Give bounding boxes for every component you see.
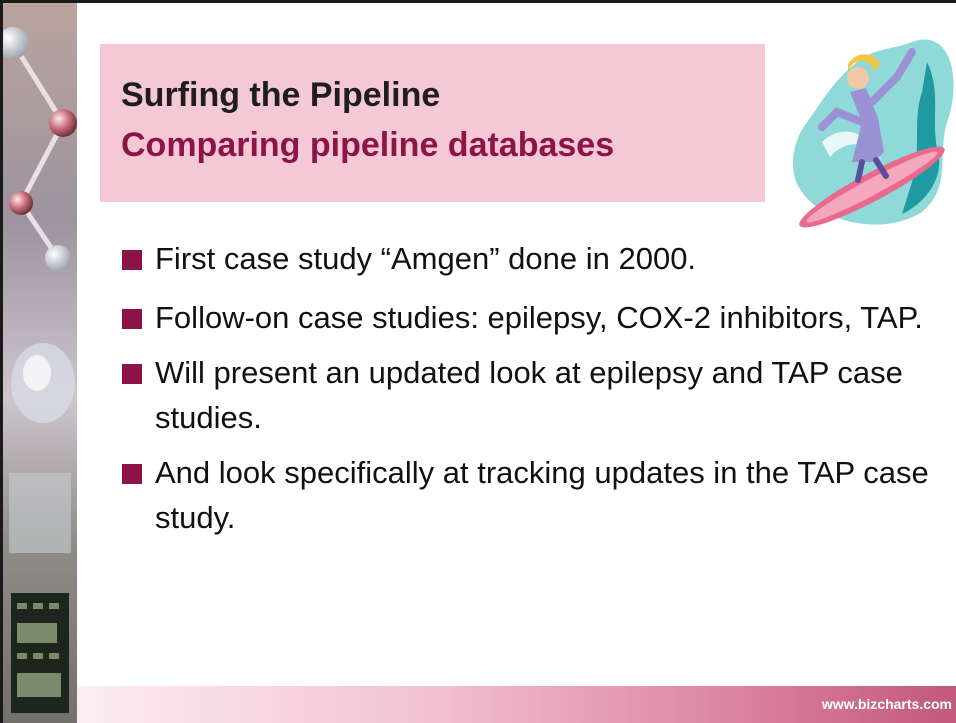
square-bullet-icon [122, 250, 142, 270]
bullet-item: Will present an updated look at epilepsy… [122, 350, 942, 440]
slide-title: Surfing the Pipeline [121, 76, 441, 114]
title-band [100, 44, 765, 202]
bullet-text: First case study “Amgen” done in 2000. [155, 241, 697, 276]
slide-border-top [0, 0, 956, 3]
square-bullet-icon [122, 309, 142, 329]
molecular-collage-strip [3, 3, 77, 723]
side-image-strip [3, 3, 77, 723]
bullet-text: Follow-on case studies: epilepsy, COX-2 … [155, 300, 923, 335]
footer-bar: www.bizcharts.com [77, 686, 956, 723]
bullet-item: First case study “Amgen” done in 2000. [122, 236, 942, 281]
bullet-list: First case study “Amgen” done in 2000. F… [122, 236, 942, 550]
slide-subtitle: Comparing pipeline databases [121, 126, 615, 164]
bullet-item: Follow-on case studies: epilepsy, COX-2 … [122, 295, 942, 340]
footer-url: www.bizcharts.com [821, 696, 952, 712]
surfer-clipart [762, 22, 956, 234]
bullet-text: And look specifically at tracking update… [155, 455, 929, 535]
bullet-item: And look specifically at tracking update… [122, 450, 942, 540]
slide-border-left [0, 0, 3, 723]
bullet-text: Will present an updated look at epilepsy… [155, 355, 903, 435]
square-bullet-icon [122, 364, 142, 384]
square-bullet-icon [122, 464, 142, 484]
